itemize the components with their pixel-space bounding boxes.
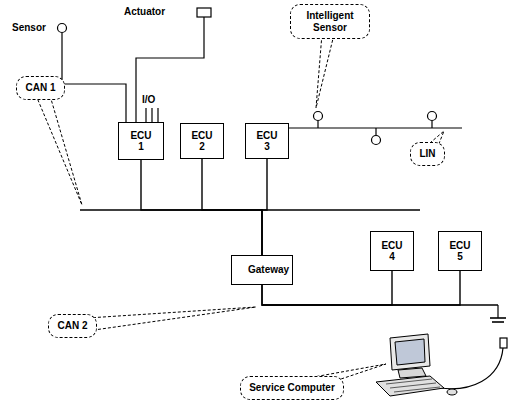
bus-connector <box>262 159 267 255</box>
service-cable <box>440 348 503 389</box>
sensor-symbol <box>58 24 67 33</box>
lin-stub <box>375 128 376 135</box>
node-label: Gateway <box>248 264 276 276</box>
intelligent-sensor-symbol <box>372 136 381 145</box>
callout-bubble: CAN 1 <box>16 76 65 100</box>
node-label: ECU 5 <box>446 240 474 263</box>
callout-bubble: Intelligent Sensor <box>290 4 370 39</box>
ecu-box: ECU 3 <box>245 123 289 159</box>
actuator-symbol <box>197 8 211 17</box>
node-label: ECU 1 <box>127 130 155 153</box>
lin-stub <box>317 121 318 128</box>
ecu-box: Gateway <box>231 255 293 285</box>
part-label: Actuator <box>124 6 165 17</box>
callout-text: CAN 2 <box>57 320 87 332</box>
callout-text: Service Computer <box>249 382 335 394</box>
callout-bubble: LIN <box>410 142 445 166</box>
callout-text: LIN <box>419 148 435 160</box>
part-label: Sensor <box>12 22 46 33</box>
connector-plug <box>492 321 504 323</box>
callout-tail <box>34 86 82 205</box>
sensor-wire <box>62 33 126 124</box>
ecu-box: ECU 5 <box>438 231 482 271</box>
connector-plug <box>490 317 506 319</box>
callout-tail <box>72 307 256 333</box>
actuator-wire <box>136 17 204 124</box>
ecu-box: ECU 1 <box>118 122 164 160</box>
bus-connector <box>141 160 262 255</box>
lin-stub <box>431 121 432 128</box>
callout-bubble: Service Computer <box>240 376 344 400</box>
callout-bubble: CAN 2 <box>48 314 97 338</box>
lin-bus <box>285 127 462 128</box>
bus-connector <box>202 159 262 255</box>
intelligent-sensor-symbol <box>314 112 323 121</box>
ecu-box: ECU 2 <box>180 123 224 159</box>
intelligent-sensor-symbol <box>428 112 437 121</box>
part-label: I/O <box>142 94 155 105</box>
callout-text: CAN 1 <box>25 82 55 94</box>
cable-plug <box>500 338 507 348</box>
node-label: ECU 2 <box>188 130 216 153</box>
node-label: ECU 3 <box>253 130 281 153</box>
computer-icon <box>376 334 457 396</box>
node-label: ECU 4 <box>378 240 406 263</box>
ecu-box: ECU 4 <box>370 231 414 271</box>
connector-stub <box>497 305 498 318</box>
callout-text: Intelligent Sensor <box>299 10 361 33</box>
